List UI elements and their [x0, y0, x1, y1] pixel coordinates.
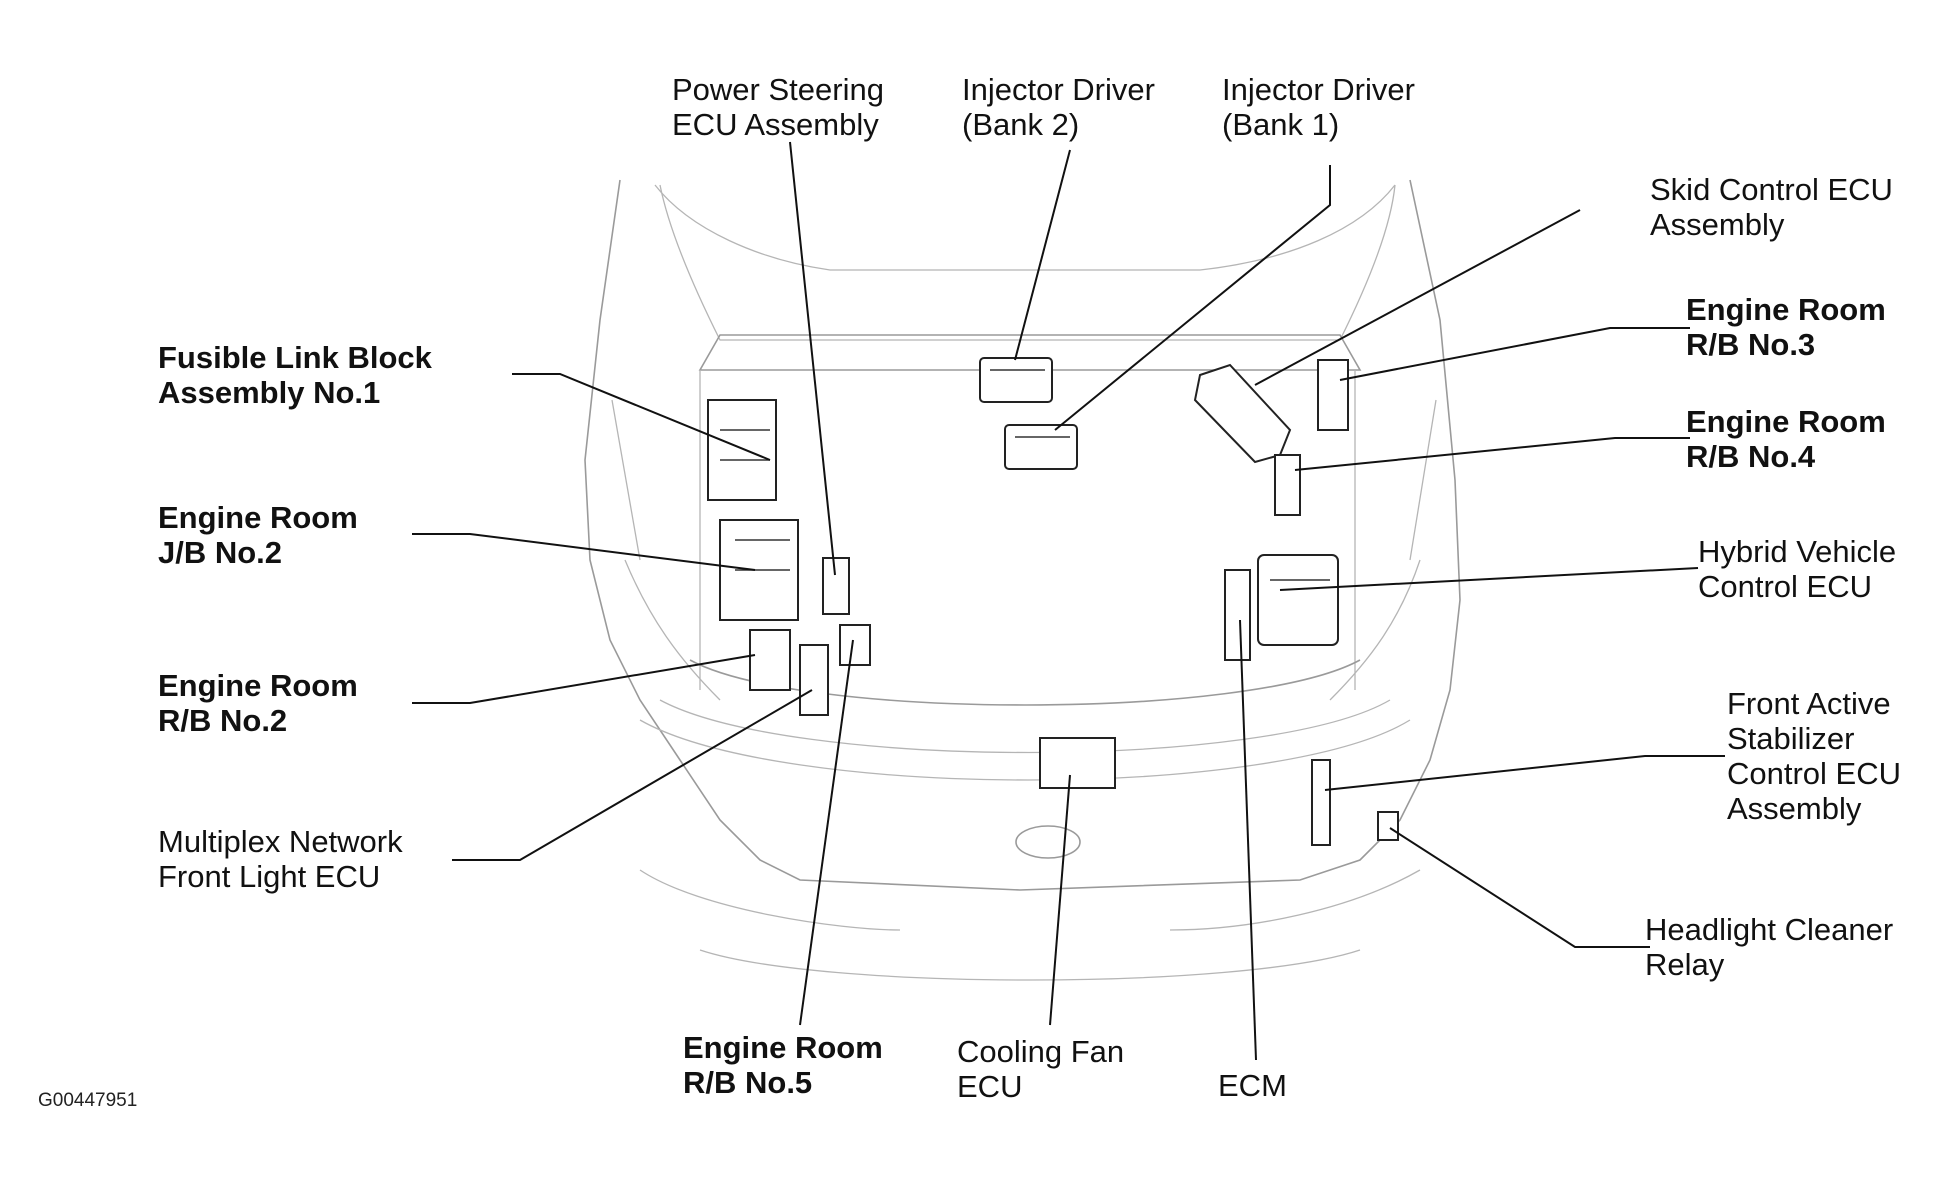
leader-headlight-cleaner — [1389, 827, 1650, 948]
rb3-part — [1317, 359, 1349, 431]
label-headlight-cleaner-relay: Headlight Cleaner Relay — [1645, 912, 1893, 982]
leader-lines — [412, 141, 1725, 1061]
label-line: ECM — [1218, 1068, 1287, 1103]
label-line: Engine Room — [1686, 404, 1886, 439]
label-injector-driver-bank2: Injector Driver (Bank 2) — [962, 72, 1155, 142]
label-line: Power Steering — [672, 72, 884, 107]
label-line: Engine Room — [158, 500, 358, 535]
rb5-part — [839, 624, 871, 666]
label-engine-room-rb5: Engine Room R/B No.5 — [683, 1030, 883, 1100]
ecm-part — [1224, 569, 1251, 661]
label-line: Front Light ECU — [158, 859, 381, 894]
label-front-active-stabilizer-ecu: Front Active Stabilizer Control ECU Asse… — [1727, 686, 1901, 826]
leader-rb2 — [412, 654, 756, 704]
label-line: R/B No.5 — [683, 1065, 813, 1100]
label-line: Hybrid Vehicle — [1698, 534, 1897, 569]
fusible-link-part — [707, 399, 777, 501]
hybrid-ecu-part — [1257, 554, 1339, 646]
label-line: R/B No.3 — [1686, 327, 1816, 362]
label-line: Engine Room — [683, 1030, 883, 1065]
leader-rb3 — [1339, 327, 1690, 381]
leader-power-steering — [789, 141, 836, 576]
leader-jb2 — [412, 533, 756, 571]
label-line: Cooling Fan — [957, 1034, 1125, 1069]
label-line: R/B No.4 — [1686, 439, 1816, 474]
label-line: Headlight Cleaner — [1645, 912, 1894, 947]
headlight-cleaner-part — [1377, 811, 1399, 841]
label-fusible-link-block: Fusible Link Block Assembly No.1 — [158, 340, 432, 410]
cooling-fan-part — [1039, 737, 1116, 789]
label-line: Engine Room — [1686, 292, 1886, 327]
label-line: (Bank 2) — [962, 107, 1080, 142]
label-line: J/B No.2 — [158, 535, 283, 570]
leader-hybrid-ecu — [1279, 567, 1699, 591]
label-engine-room-rb2: Engine Room R/B No.2 — [158, 668, 358, 738]
label-line: Relay — [1645, 947, 1725, 982]
rb4-part — [1274, 454, 1301, 516]
label-line: Engine Room — [158, 668, 358, 703]
leader-fusible-link — [512, 373, 771, 461]
label-line: (Bank 1) — [1222, 107, 1340, 142]
figure-code: G00447951 — [38, 1090, 138, 1111]
leader-injector-bank2 — [1014, 149, 1071, 361]
label-engine-room-jb2: Engine Room J/B No.2 — [158, 500, 358, 570]
leader-multiplex — [452, 689, 813, 861]
leader-rb5 — [799, 639, 854, 1026]
skid-control-part — [1193, 363, 1292, 464]
leader-cooling-fan — [1049, 774, 1071, 1026]
stabilizer-part — [1311, 759, 1331, 846]
label-engine-room-rb4: Engine Room R/B No.4 — [1686, 404, 1886, 474]
multiplex-part — [799, 644, 829, 716]
label-line: Skid Control ECU — [1650, 172, 1893, 207]
label-multiplex-network-ecu: Multiplex Network Front Light ECU — [158, 824, 403, 894]
label-engine-room-rb3: Engine Room R/B No.3 — [1686, 292, 1886, 362]
label-line: Multiplex Network — [158, 824, 403, 859]
power-steering-part — [822, 557, 850, 615]
label-line: Assembly — [1650, 207, 1785, 242]
leader-injector-bank1 — [1054, 165, 1331, 431]
label-line: R/B No.2 — [158, 703, 288, 738]
label-line: Control ECU — [1698, 569, 1872, 604]
label-injector-driver-bank1: Injector Driver (Bank 1) — [1222, 72, 1415, 142]
label-line: Fusible Link Block — [158, 340, 432, 375]
injector-driver-bank2-part — [979, 357, 1053, 403]
label-cooling-fan-ecu: Cooling Fan ECU — [957, 1034, 1124, 1104]
leader-rb4 — [1294, 437, 1690, 471]
label-ecm: ECM — [1218, 1068, 1287, 1103]
label-hybrid-vehicle-ecu: Hybrid Vehicle Control ECU — [1698, 534, 1896, 604]
label-line: Injector Driver — [962, 72, 1155, 107]
label-line: ECU Assembly — [672, 107, 879, 142]
label-line: ECU — [957, 1069, 1023, 1104]
leader-ecm — [1239, 619, 1257, 1061]
label-line: Front Active — [1727, 686, 1891, 721]
label-line: Control ECU — [1727, 756, 1901, 791]
leader-stabilizer — [1324, 755, 1725, 791]
rb2-part — [749, 629, 791, 691]
leader-skid-control — [1254, 209, 1581, 386]
label-power-steering-ecu: Power Steering ECU Assembly — [672, 72, 884, 142]
injector-driver-bank1-part — [1004, 424, 1078, 470]
label-line: Stabilizer — [1727, 721, 1855, 756]
vehicle-outline — [584, 179, 1461, 981]
label-line: Assembly No.1 — [158, 375, 381, 410]
label-line: Assembly — [1727, 791, 1862, 826]
component-shapes — [707, 357, 1399, 846]
label-skid-control-ecu: Skid Control ECU Assembly — [1650, 172, 1893, 242]
label-line: Injector Driver — [1222, 72, 1415, 107]
